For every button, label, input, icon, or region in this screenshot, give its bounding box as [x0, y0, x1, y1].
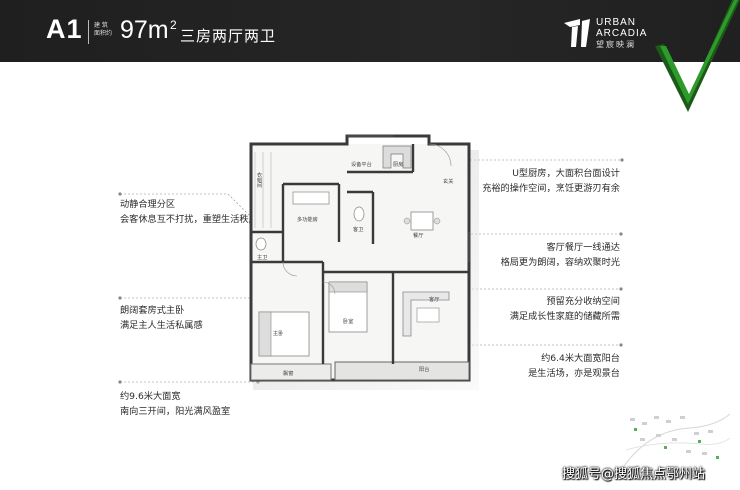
room-label-kitchen: 厨房 [393, 162, 404, 168]
annotation-frontage: 约9.6米大面宽 南向三开间，阳光满风盈室 [120, 389, 230, 419]
area-tag-line2: 面积约 [94, 30, 113, 37]
room-label-balcony: 阳台 [419, 367, 430, 373]
room-label-dining: 餐厅 [413, 233, 424, 239]
annotation-frontage-line1: 约9.6米大面宽 [120, 391, 181, 402]
site-map-thumbnail [623, 413, 731, 467]
annotation-kitchen-line1: U型厨房，大面积台面设计 [512, 168, 620, 179]
room-label-entrance: 玄关 [443, 179, 454, 185]
area-tag: 建 筑 面积约 [94, 22, 116, 38]
area-value: 97m [120, 16, 169, 44]
annotation-living-dining: 客厅餐厅一线通达 格局更为朗阔，容纳欢聚时光 [501, 240, 620, 270]
area-unit-superscript: 2 [170, 18, 177, 32]
annotation-living-dining-line2: 格局更为朗阔，容纳欢聚时光 [500, 257, 620, 268]
room-label-bedroom: 卧室 [343, 319, 354, 325]
room-label-bay-window: 飘窗 [283, 371, 294, 377]
room-label-equipment-platform: 设备平台 [351, 162, 372, 168]
annotation-storage: 预留充分收纳空间 满足成长性家庭的储藏所需 [510, 294, 620, 324]
room-label-closet: 衣帽间 [256, 172, 262, 188]
unit-code: A1 [46, 14, 83, 44]
annotation-master-suite-line1: 朗阔套房式主卧 [120, 305, 185, 316]
annotation-balcony-line2: 是生活场，亦是观景台 [528, 368, 620, 379]
annotation-living-dining-line1: 客厅餐厅一线通达 [546, 242, 621, 253]
logo-text-line1: URBAN [596, 17, 637, 28]
annotation-frontage-line2: 南向三开间，阳光满风盈室 [120, 406, 231, 417]
annotation-kitchen-line2: 充裕的操作空间，烹饪更游刃有余 [482, 183, 620, 194]
logo-text-line3: 望宸映澜 [596, 40, 636, 49]
floor-plan: 设备平台 厨房 玄关 餐厅 多功能房 客卫 主卫 主卧 卧室 客厅 阳台 飘窗 … [243, 132, 483, 390]
header-bar: A1 建 筑 面积约 97m 2 三房两厅两卫 URBAN ARCADIA 望宸… [0, 0, 740, 62]
room-label-guest-bath: 客卫 [353, 227, 364, 233]
logo-text-line2: ARCADIA [596, 28, 648, 39]
annotation-master-suite-line2: 满足主人生活私属感 [120, 320, 203, 331]
annotation-zoning: 动静合理分区 会客休息互不打扰，重塑生活秩序 [120, 197, 258, 227]
header-divider [88, 20, 89, 44]
room-label-living-room: 客厅 [429, 297, 440, 303]
room-label-master-bedroom: 主卧 [273, 331, 284, 337]
area-tag-line1: 建 筑 [94, 22, 108, 29]
urban-arcadia-logo-icon [564, 19, 590, 47]
annotation-kitchen: U型厨房，大面积台面设计 充裕的操作空间，烹饪更游刃有余 [482, 166, 620, 196]
watermark-text: 搜狐号@搜狐焦点鄂州站 [562, 467, 706, 482]
annotation-zoning-line1: 动静合理分区 [120, 199, 176, 210]
annotation-balcony: 约6.4米大面宽阳台 是生活场，亦是观景台 [528, 351, 620, 381]
annotation-master-suite: 朗阔套房式主卧 满足主人生活私属感 [120, 303, 203, 333]
annotation-zoning-line2: 会客休息互不打扰，重塑生活秩序 [120, 214, 258, 225]
layout-title: 三房两厅两卫 [180, 27, 277, 45]
room-label-master-bath: 主卫 [257, 255, 268, 261]
annotation-storage-line1: 预留充分收纳空间 [546, 296, 621, 307]
annotation-storage-line2: 满足成长性家庭的储藏所需 [509, 311, 620, 322]
room-label-multi-room: 多功能房 [297, 217, 318, 223]
annotation-balcony-line1: 约6.4米大面宽阳台 [541, 353, 620, 364]
floor-plan-drawing [249, 134, 479, 390]
